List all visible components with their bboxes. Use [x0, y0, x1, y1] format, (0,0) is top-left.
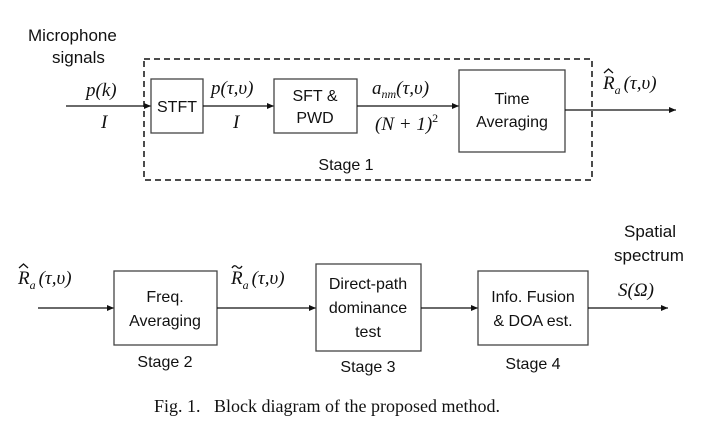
tilde-mark — [231, 265, 243, 269]
hat-mark-top — [603, 68, 614, 74]
spatial-label-line2: spectrum — [614, 246, 684, 265]
s-omega-label: S(Ω) — [618, 280, 654, 301]
direct-label-line1: Direct-path — [329, 276, 407, 293]
stage4-label: Stage 4 — [505, 356, 560, 373]
time-label-line2: Averaging — [476, 114, 548, 131]
stage2-label: Stage 2 — [137, 354, 192, 371]
order-label: (N + 1)2 — [375, 111, 438, 135]
sft-label-line1: SFT & — [292, 88, 337, 105]
sft-label-line2: PWD — [296, 110, 333, 127]
time-averaging-block — [458, 69, 566, 153]
stage3-label: Stage 3 — [340, 359, 395, 376]
stage1-dashed-box — [143, 58, 593, 181]
ra-output-label: Ra(τ,υ) — [602, 73, 657, 97]
rtilde-label: Ra(τ,υ) — [230, 268, 285, 292]
ra-input-label: Ra(τ,υ) — [17, 268, 72, 292]
I-label-1: I — [100, 112, 109, 133]
info-fusion-block — [477, 270, 589, 346]
stft-label: STFT — [157, 99, 197, 116]
fusion-label-line1: Info. Fusion — [491, 289, 575, 306]
sft-pwd-block — [273, 78, 358, 134]
microphone-label-line1: Microphone — [28, 26, 117, 45]
direct-label-line3: test — [355, 324, 381, 341]
microphone-label-line2: signals — [52, 48, 105, 67]
stage1-label: Stage 1 — [318, 157, 373, 174]
figure-caption: Fig. 1. Block diagram of the proposed me… — [154, 396, 500, 416]
freq-label-line2: Averaging — [129, 313, 201, 330]
spatial-label-line1: Spatial — [624, 222, 676, 241]
ptau-label: p(τ,υ) — [209, 78, 253, 99]
direct-label-line2: dominance — [329, 300, 407, 317]
time-label-line1: Time — [495, 91, 530, 108]
I-label-2: I — [232, 112, 241, 133]
freq-averaging-block — [113, 270, 218, 346]
freq-label-line1: Freq. — [146, 289, 183, 306]
fusion-label-line2: & DOA est. — [493, 313, 572, 330]
hat-mark-bottom — [18, 263, 29, 269]
anm-label: anm(τ,υ) — [372, 78, 429, 101]
pk-label: p(k) — [84, 80, 117, 101]
